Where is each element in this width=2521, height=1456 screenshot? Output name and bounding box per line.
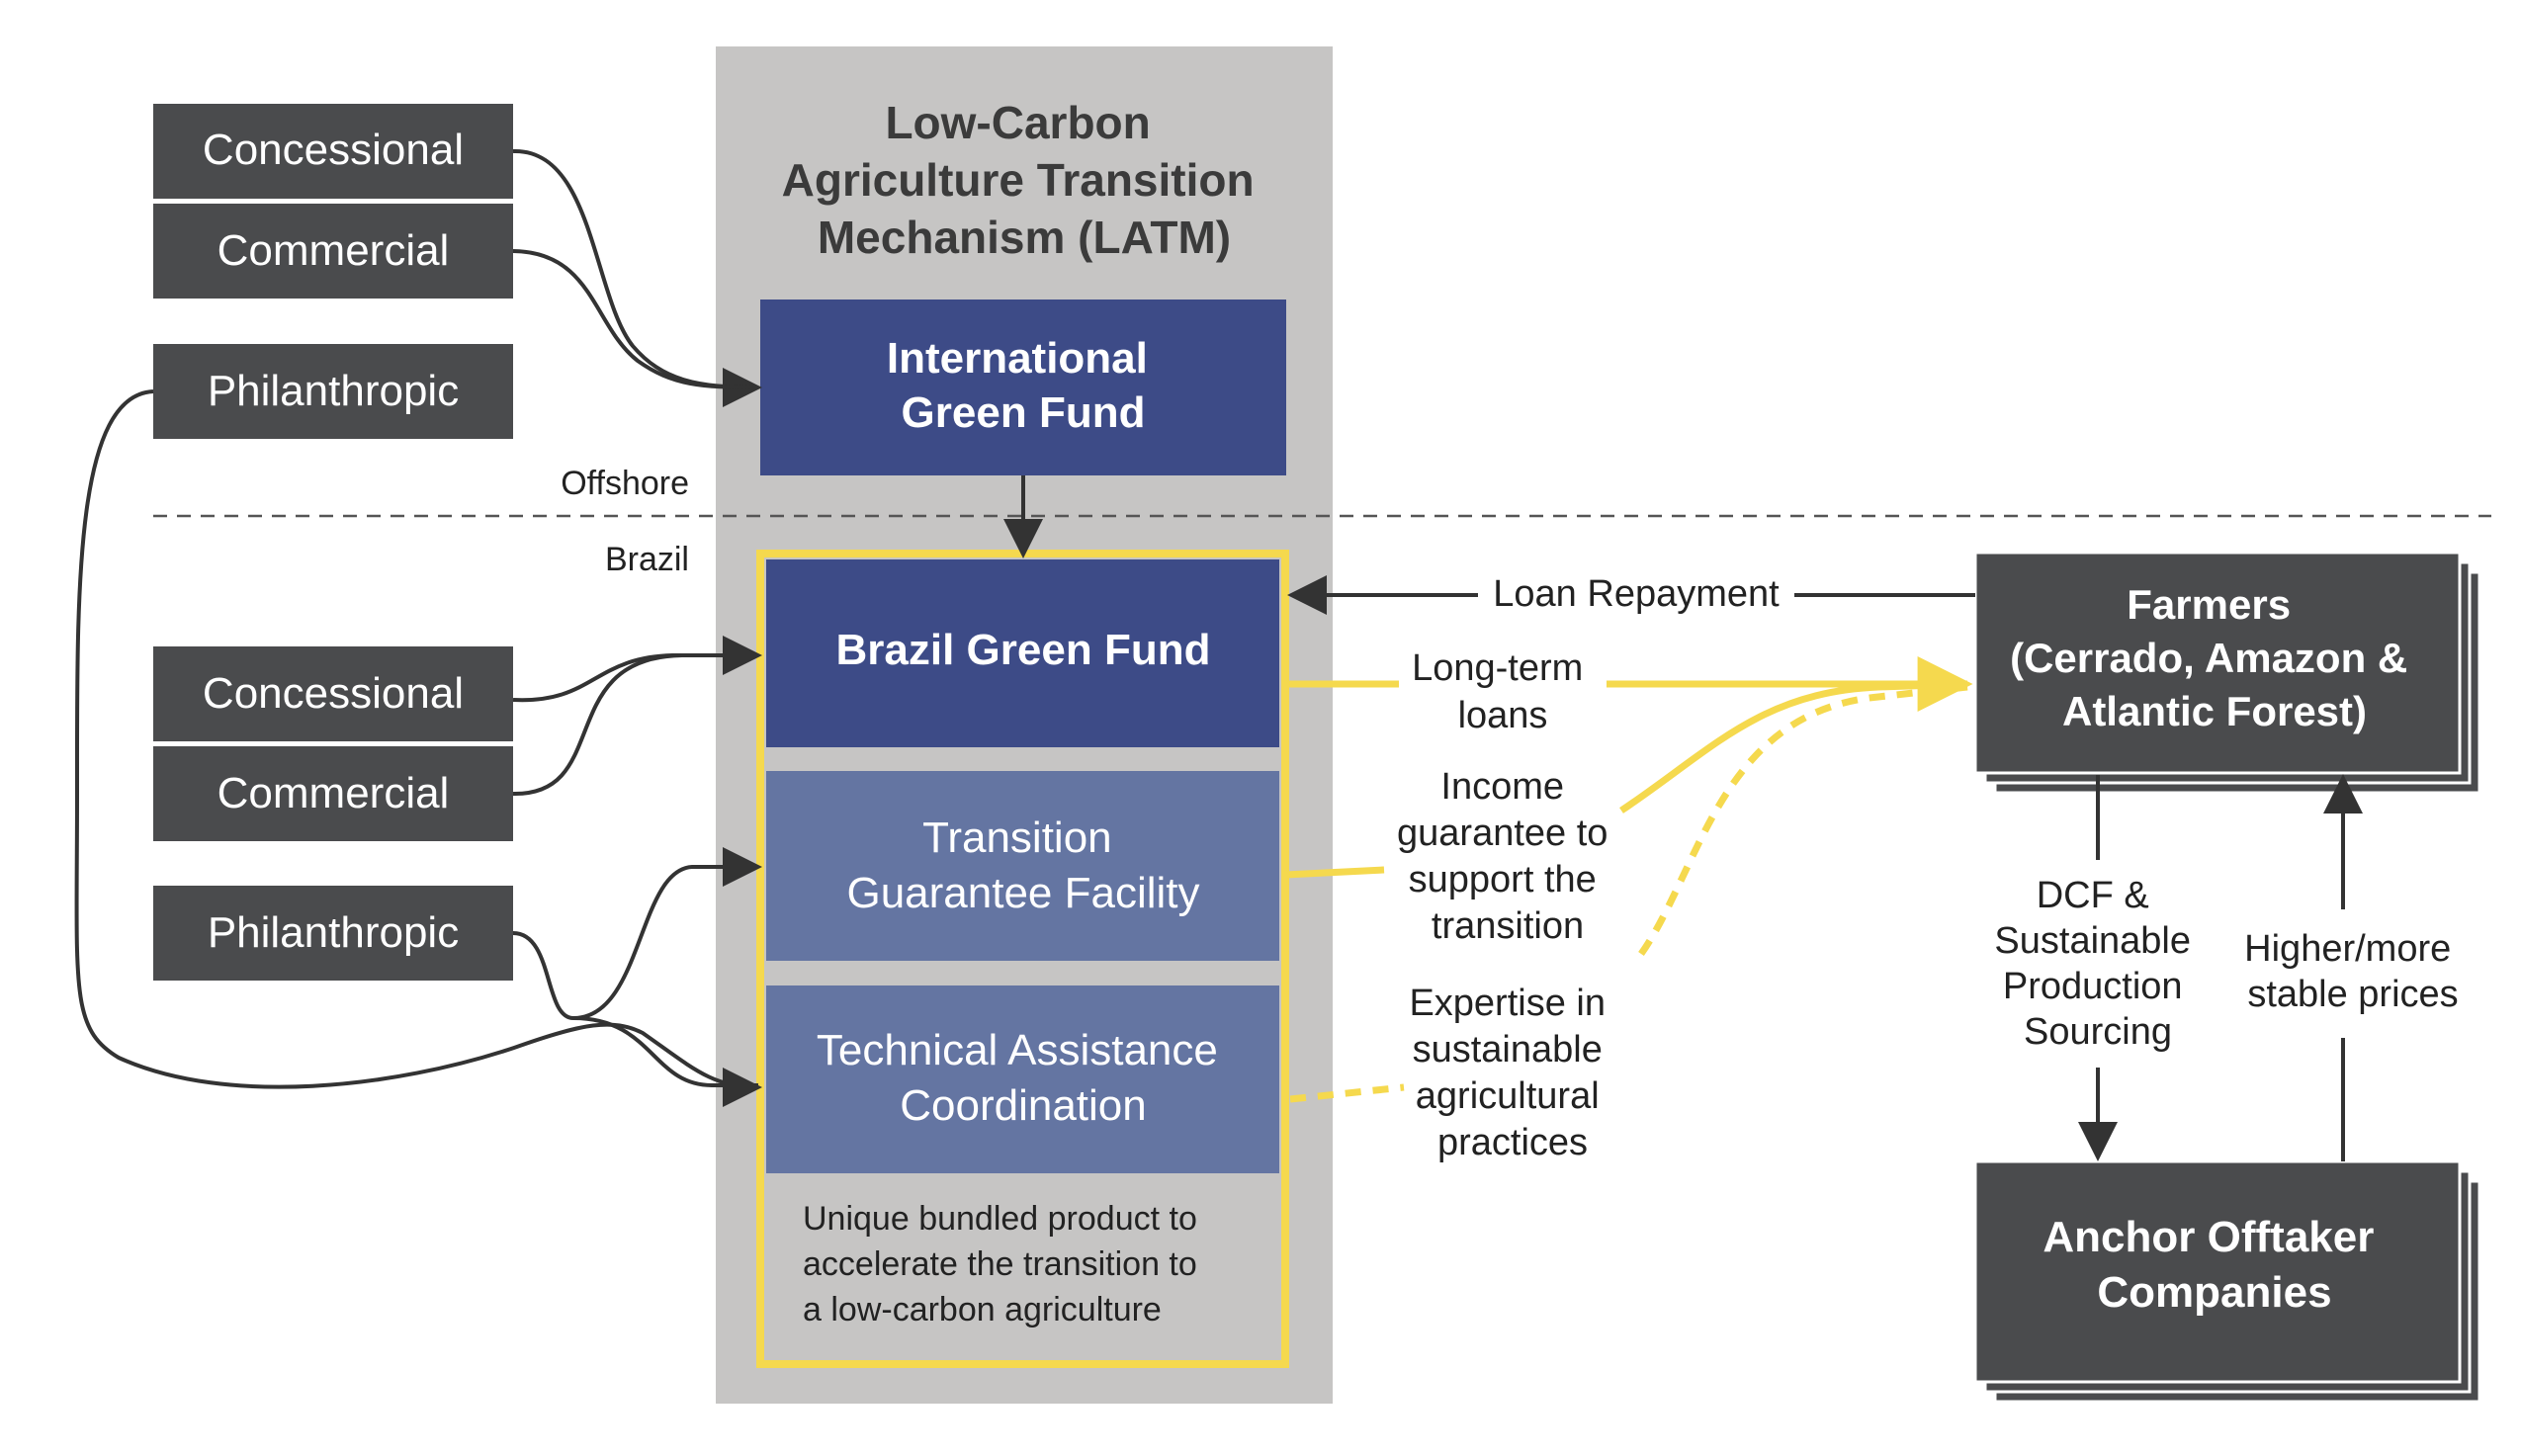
offshore-sources: Concessional Commercial Philanthropic — [153, 104, 513, 439]
offshore-philanthropic-box — [153, 344, 513, 439]
income-guarantee-line-left — [1284, 866, 1385, 879]
offshore-commercial-label: Commercial — [217, 226, 450, 275]
international-green-fund-box — [760, 300, 1286, 475]
offshore-philanthropic-label: Philanthropic — [208, 367, 459, 415]
transition-guarantee-label: Transition Guarantee Facility — [846, 814, 1199, 917]
dcf-label: DCF & Sustainable Production Sourcing — [1994, 875, 2201, 1053]
offtaker-box — [1973, 1159, 2462, 1384]
brazil-commercial-label: Commercial — [217, 769, 450, 817]
expertise-line-left — [1289, 1083, 1405, 1103]
transition-guarantee-box — [766, 771, 1279, 961]
expertise-line-right — [1638, 683, 1968, 957]
income-guarantee-label: Income guarantee to support the transiti… — [1397, 766, 1618, 947]
brazil-concessional-box — [153, 646, 513, 741]
long-term-loans-label: Long-term loans — [1412, 647, 1594, 736]
brazil-sources: Concessional Commercial Philanthropic — [153, 646, 513, 981]
offshore-label: Offshore — [561, 465, 689, 502]
brazil-green-fund-label: Brazil Green Fund — [836, 626, 1211, 674]
technical-assistance-box — [766, 985, 1279, 1173]
brazil-concessional-label: Concessional — [203, 669, 464, 718]
brazil-commercial-connector — [512, 653, 758, 797]
bundled-product-note: Unique bundled product to accelerate the… — [803, 1200, 1206, 1328]
offtaker-label: Anchor Offtaker Companies — [2043, 1213, 2386, 1317]
loan-repayment-label: Loan Repayment — [1493, 573, 1780, 615]
offshore-commercial-connector — [512, 249, 759, 389]
international-green-fund-label: International Green Fund — [887, 334, 1160, 437]
offshore-commercial-box — [153, 204, 513, 299]
offshore-concessional-box — [153, 104, 513, 199]
brazil-philanthropic-label: Philanthropic — [208, 908, 459, 957]
offshore-concessional-label: Concessional — [203, 126, 464, 174]
expertise-label: Expertise in sustainable agricultural pr… — [1409, 983, 1615, 1163]
farmers-box — [1973, 551, 2462, 775]
brazil-label: Brazil — [605, 541, 689, 578]
technical-assistance-label: Technical Assistance Coordination — [817, 1026, 1230, 1130]
offshore-philanthropic-connector — [74, 389, 762, 1107]
latm-title: Low-Carbon Agriculture Transition Mechan… — [782, 97, 1267, 263]
income-guarantee-line-right — [1619, 680, 1968, 814]
brazil-philanthropic-to-guarantee — [512, 847, 762, 1021]
brazil-philanthropic-box — [153, 886, 513, 981]
farmers-label: Farmers (Cerrado, Amazon & Atlantic Fore… — [2010, 581, 2419, 734]
brazil-green-fund-box — [766, 559, 1279, 747]
brazil-commercial-box — [153, 746, 513, 841]
brazil-philanthropic-to-assistance — [572, 1016, 758, 1087]
higher-prices-label: Higher/more stable prices — [2244, 928, 2462, 1015]
